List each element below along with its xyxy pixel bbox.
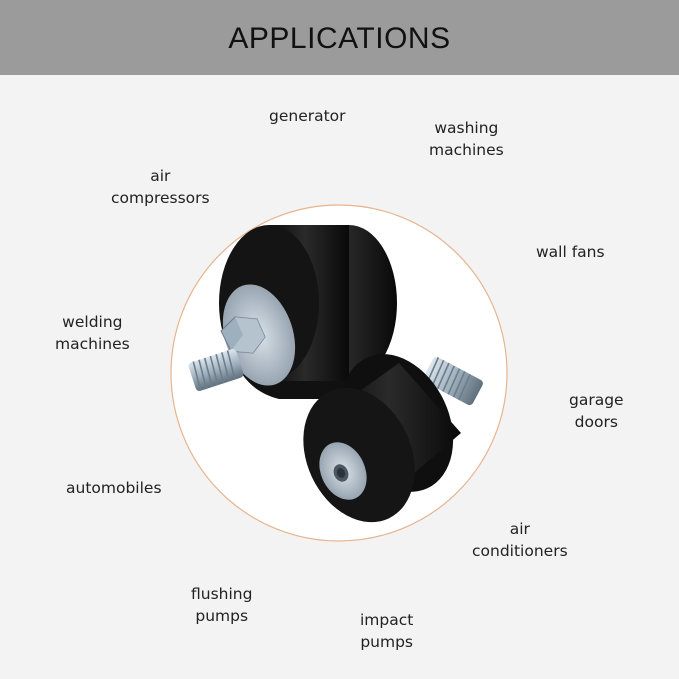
label-wall-fans: wall fans	[536, 241, 605, 263]
label-flushing-line2: pumps	[195, 607, 249, 625]
label-garage-doors: garage doors	[569, 389, 624, 433]
label-air-conditioners-line2: conditioners	[472, 542, 568, 560]
label-welding-line1: welding	[62, 313, 123, 331]
upper-rubber-mount	[188, 225, 397, 399]
label-welding-machines: welding machines	[55, 311, 130, 355]
label-air-conditioners: air conditioners	[472, 518, 568, 562]
label-flushing-pumps: flushing pumps	[191, 583, 252, 627]
label-air-compressors-line1: air	[150, 167, 171, 185]
label-impact-line2: pumps	[360, 633, 414, 651]
label-air-conditioners-line1: air	[509, 520, 530, 538]
page-title: APPLICATIONS	[228, 21, 451, 55]
label-generator: generator	[269, 105, 346, 127]
label-air-compressors-line2: compressors	[111, 189, 210, 207]
label-washing-line1: washing	[434, 119, 499, 137]
label-impact-line1: impact	[360, 611, 414, 629]
label-generator-text: generator	[269, 107, 346, 125]
label-impact-pumps: impact pumps	[360, 609, 413, 653]
label-garage-line2: doors	[574, 413, 618, 431]
lower-rubber-mount	[303, 354, 483, 523]
label-wall-fans-text: wall fans	[536, 243, 605, 261]
label-air-compressors: air compressors	[111, 165, 210, 209]
product-illustration	[170, 204, 508, 542]
label-flushing-line1: flushing	[191, 585, 253, 603]
header-banner: APPLICATIONS	[0, 0, 679, 75]
label-garage-line1: garage	[569, 391, 624, 409]
label-welding-line2: machines	[55, 335, 130, 353]
label-washing-line2: machines	[429, 141, 504, 159]
label-washing-machines: washing machines	[429, 117, 504, 161]
label-automobiles: automobiles	[66, 477, 162, 499]
label-automobiles-text: automobiles	[66, 479, 162, 497]
